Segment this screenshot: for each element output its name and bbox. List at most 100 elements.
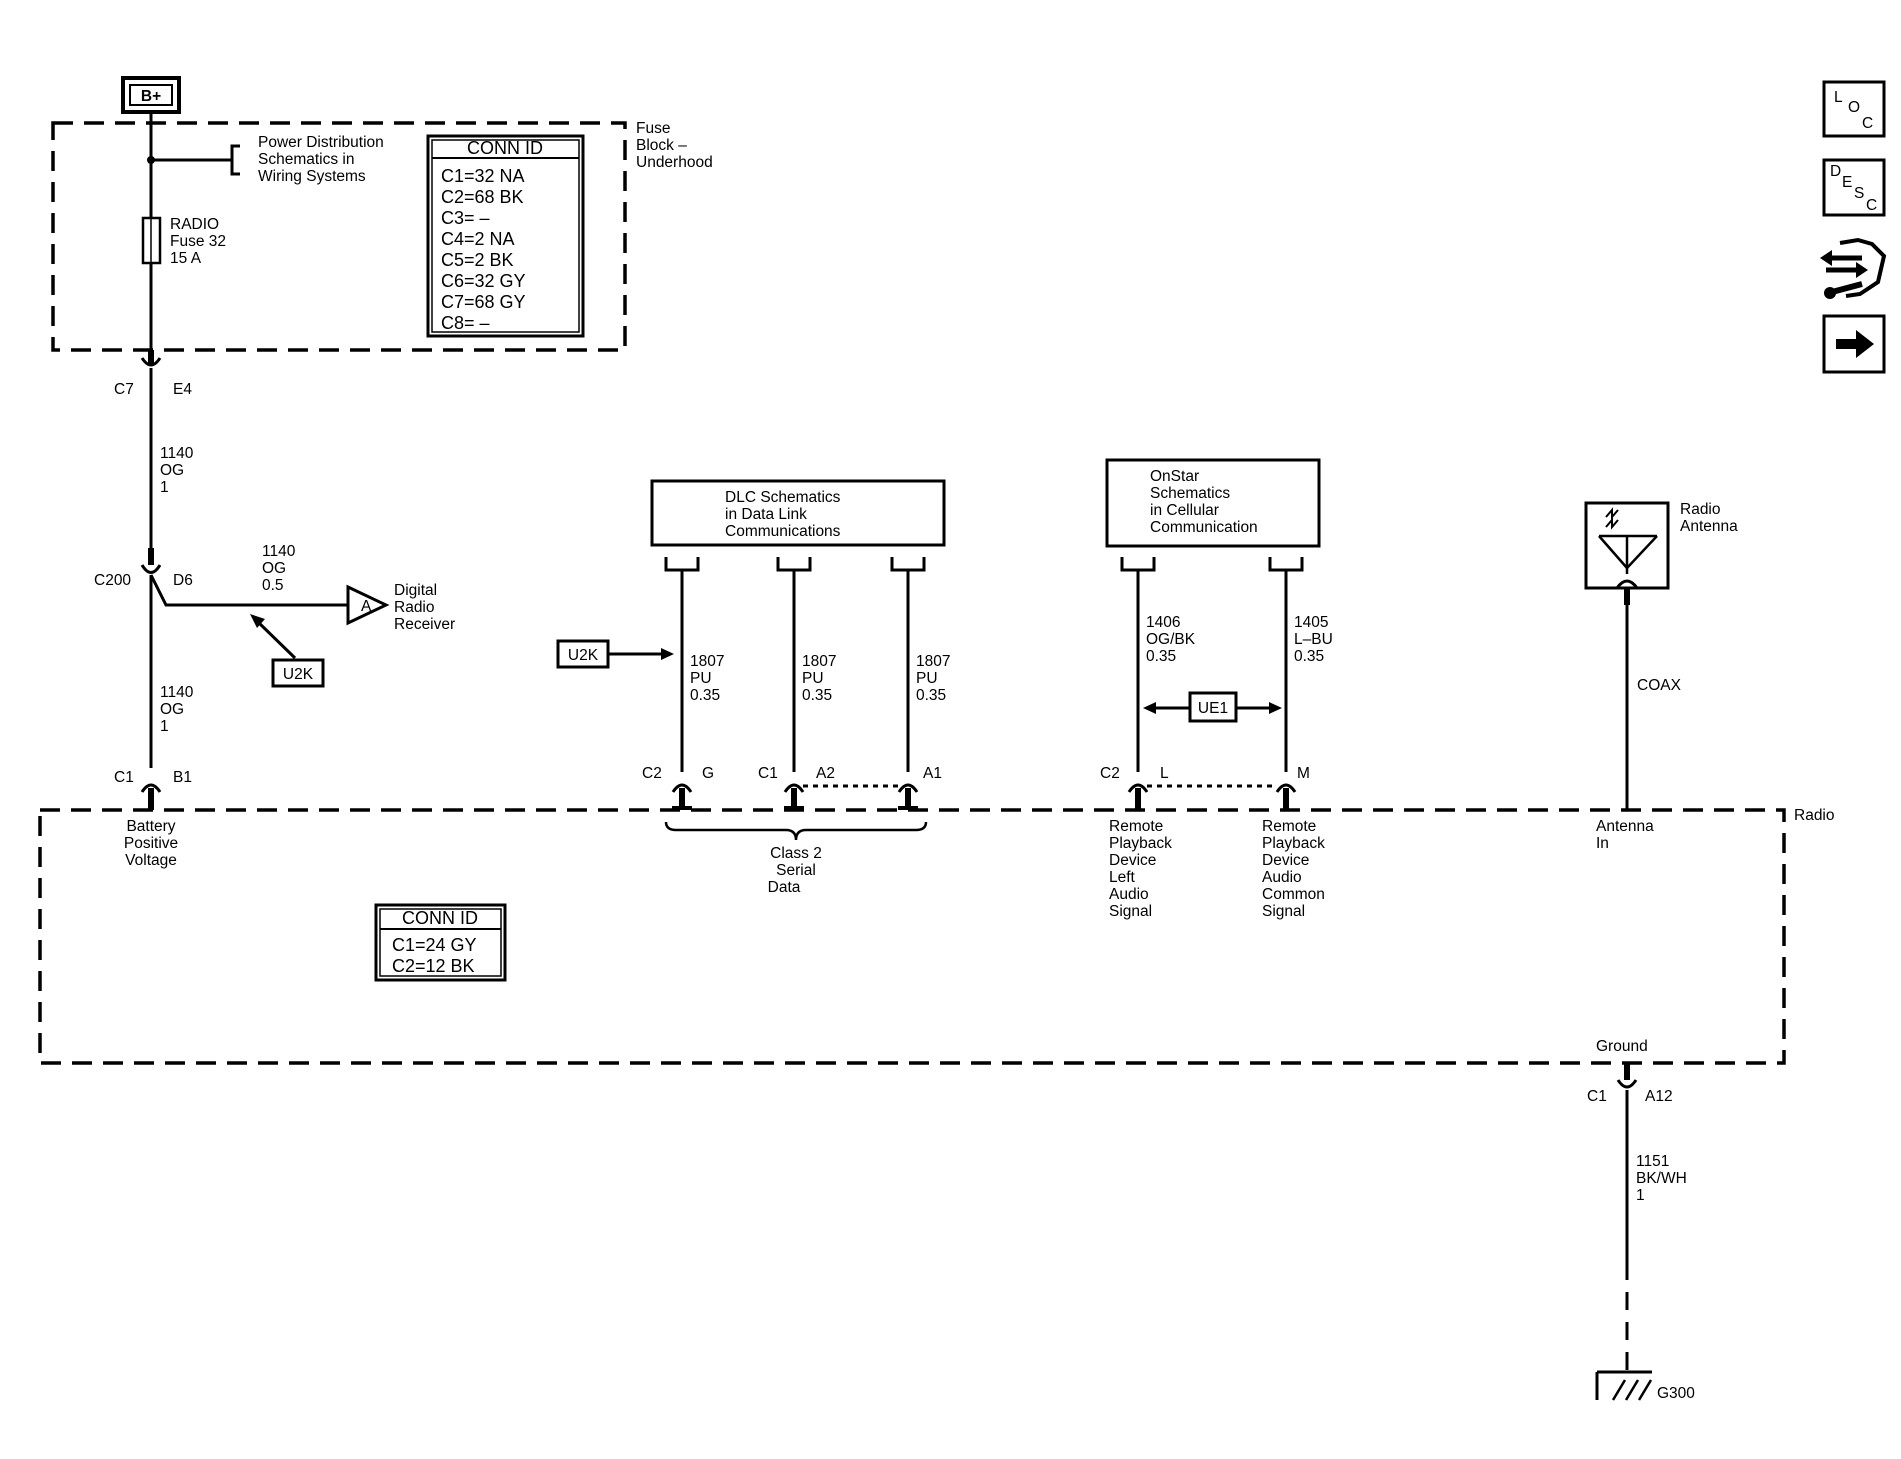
svg-text:D6: D6 xyxy=(173,572,193,589)
conn-id-row: C4=2 NA xyxy=(441,229,515,249)
onstar-schematics-box[interactable]: OnStar Schematics in Cellular Communicat… xyxy=(1105,458,1321,548)
svg-text:L: L xyxy=(1834,89,1843,106)
svg-text:Wiring Systems: Wiring Systems xyxy=(258,168,366,185)
svg-text:Underhood: Underhood xyxy=(636,154,713,171)
wire-1140-branch xyxy=(149,574,348,607)
radio-antenna-icon xyxy=(1584,501,1670,590)
svg-text:OG: OG xyxy=(262,560,286,577)
wire-1807-g-label: 1807 PU 0.35 xyxy=(690,653,724,704)
conn-id-header: CONN ID xyxy=(467,138,543,158)
svg-text:Schematics in: Schematics in xyxy=(258,151,354,168)
connector-c2-g: C2 G xyxy=(642,765,714,810)
radio-antenna-label: Radio Antenna xyxy=(1680,501,1738,535)
svg-text:Data: Data xyxy=(768,879,801,896)
radio-outline xyxy=(38,808,1786,1065)
conn-id-row: C1=32 NA xyxy=(441,166,525,186)
wire-1140-branch-label: 1140 OG 0.5 xyxy=(262,543,296,594)
svg-text:B1: B1 xyxy=(173,769,192,786)
connector-c2-l: C2 L xyxy=(1100,765,1169,810)
svg-text:C: C xyxy=(1862,115,1873,132)
svg-text:0.35: 0.35 xyxy=(802,687,832,704)
svg-text:Audio: Audio xyxy=(1262,869,1302,886)
svg-text:C7: C7 xyxy=(114,381,134,398)
svg-text:Fuse: Fuse xyxy=(636,120,670,137)
svg-text:1807: 1807 xyxy=(916,653,950,670)
svg-text:Battery: Battery xyxy=(126,818,175,835)
connector-c1-b1: C1 B1 xyxy=(114,769,192,810)
double-arrow-right-icon xyxy=(1269,702,1282,714)
onstar-tap xyxy=(1120,557,1304,572)
class2-brace xyxy=(664,821,928,841)
radio-fuse-label: RADIO Fuse 32 15 A xyxy=(170,216,226,267)
svg-text:Digital: Digital xyxy=(394,582,437,599)
svg-text:C1: C1 xyxy=(1587,1088,1607,1105)
svg-text:A1: A1 xyxy=(923,765,942,782)
loc-icon[interactable]: L O C xyxy=(1822,80,1886,138)
conn-id-row: C1=24 GY xyxy=(392,935,477,955)
connector-tool-icon[interactable] xyxy=(1820,237,1887,299)
svg-text:A: A xyxy=(361,598,372,615)
svg-text:PU: PU xyxy=(916,670,938,687)
next-arrow-icon[interactable] xyxy=(1822,314,1886,374)
svg-text:C2: C2 xyxy=(1100,765,1120,782)
digital-radio-receiver-label: Digital Radio Receiver xyxy=(394,582,455,633)
desc-icon[interactable]: D E S C xyxy=(1822,158,1886,217)
conn-id-row: C2=68 BK xyxy=(441,187,524,207)
svg-text:Antenna: Antenna xyxy=(1680,518,1738,535)
svg-text:A12: A12 xyxy=(1645,1088,1673,1105)
svg-text:Radio: Radio xyxy=(1680,501,1721,518)
svg-text:OnStar: OnStar xyxy=(1150,468,1199,485)
svg-text:Class 2: Class 2 xyxy=(770,845,822,862)
svg-text:D: D xyxy=(1830,163,1841,180)
svg-text:M: M xyxy=(1297,765,1310,782)
svg-text:Remote: Remote xyxy=(1109,818,1163,835)
svg-text:Playback: Playback xyxy=(1109,835,1172,852)
svg-text:0.5: 0.5 xyxy=(262,577,284,594)
svg-text:C1: C1 xyxy=(758,765,778,782)
svg-text:Positive: Positive xyxy=(124,835,178,852)
svg-text:UE1: UE1 xyxy=(1198,700,1228,717)
power-distribution-note[interactable]: Power Distribution Schematics in Wiring … xyxy=(258,134,384,185)
ue1-tag[interactable]: UE1 xyxy=(1188,691,1238,723)
coax-label: COAX xyxy=(1637,677,1682,694)
antenna-in-label: Antenna In xyxy=(1596,818,1654,852)
svg-text:1: 1 xyxy=(1636,1187,1645,1204)
u2k-tag-1[interactable]: U2K xyxy=(271,658,325,688)
svg-text:1406: 1406 xyxy=(1146,614,1180,631)
wire-1140-lower-label: 1140 OG 1 xyxy=(160,684,194,735)
digital-radio-arrow-icon[interactable]: A xyxy=(346,584,390,626)
svg-text:O: O xyxy=(1848,99,1860,116)
svg-text:E4: E4 xyxy=(173,381,192,398)
svg-text:15 A: 15 A xyxy=(170,250,202,267)
svg-text:C2: C2 xyxy=(642,765,662,782)
wire-1140-upper-label: 1140 OG 1 xyxy=(160,445,194,496)
fuse-block-conn-id-table: CONN ID C1=32 NA C2=68 BK C3= – C4=2 NA … xyxy=(426,134,585,338)
conn-id-row: C5=2 BK xyxy=(441,250,514,270)
svg-text:OG/BK: OG/BK xyxy=(1146,631,1196,648)
svg-text:1140: 1140 xyxy=(160,684,194,701)
svg-text:C: C xyxy=(1866,197,1877,214)
connector-c7-e4: C7 E4 xyxy=(114,350,192,398)
svg-text:U2K: U2K xyxy=(568,647,599,664)
svg-text:1151: 1151 xyxy=(1636,1153,1669,1170)
dlc-tap xyxy=(664,557,926,572)
svg-text:0.35: 0.35 xyxy=(916,687,946,704)
wire-1406-label: 1406 OG/BK 0.35 xyxy=(1146,614,1196,665)
conn-id-row: C7=68 GY xyxy=(441,292,526,312)
dlc-schematics-box[interactable]: DLC Schematics in Data Link Communicatio… xyxy=(650,479,946,547)
svg-text:in Data Link: in Data Link xyxy=(725,506,807,523)
svg-text:1405: 1405 xyxy=(1294,614,1328,631)
pointer-arrow-icon xyxy=(250,614,265,628)
svg-text:1807: 1807 xyxy=(690,653,724,670)
conn-id-row: C8= – xyxy=(441,313,490,333)
radio-conn-id-table: CONN ID C1=24 GY C2=12 BK xyxy=(374,903,507,982)
conn-id-row: C6=32 GY xyxy=(441,271,526,291)
fuse-block-title: Fuse Block – Underhood xyxy=(636,120,713,171)
svg-text:in Cellular: in Cellular xyxy=(1150,502,1219,519)
svg-text:Common: Common xyxy=(1262,886,1325,903)
conn-id-header: CONN ID xyxy=(402,908,478,928)
u2k-tag-2[interactable]: U2K xyxy=(556,639,610,669)
battery-positive-voltage-label: Battery Positive Voltage xyxy=(124,818,178,869)
fuse-block-outline xyxy=(51,121,627,352)
